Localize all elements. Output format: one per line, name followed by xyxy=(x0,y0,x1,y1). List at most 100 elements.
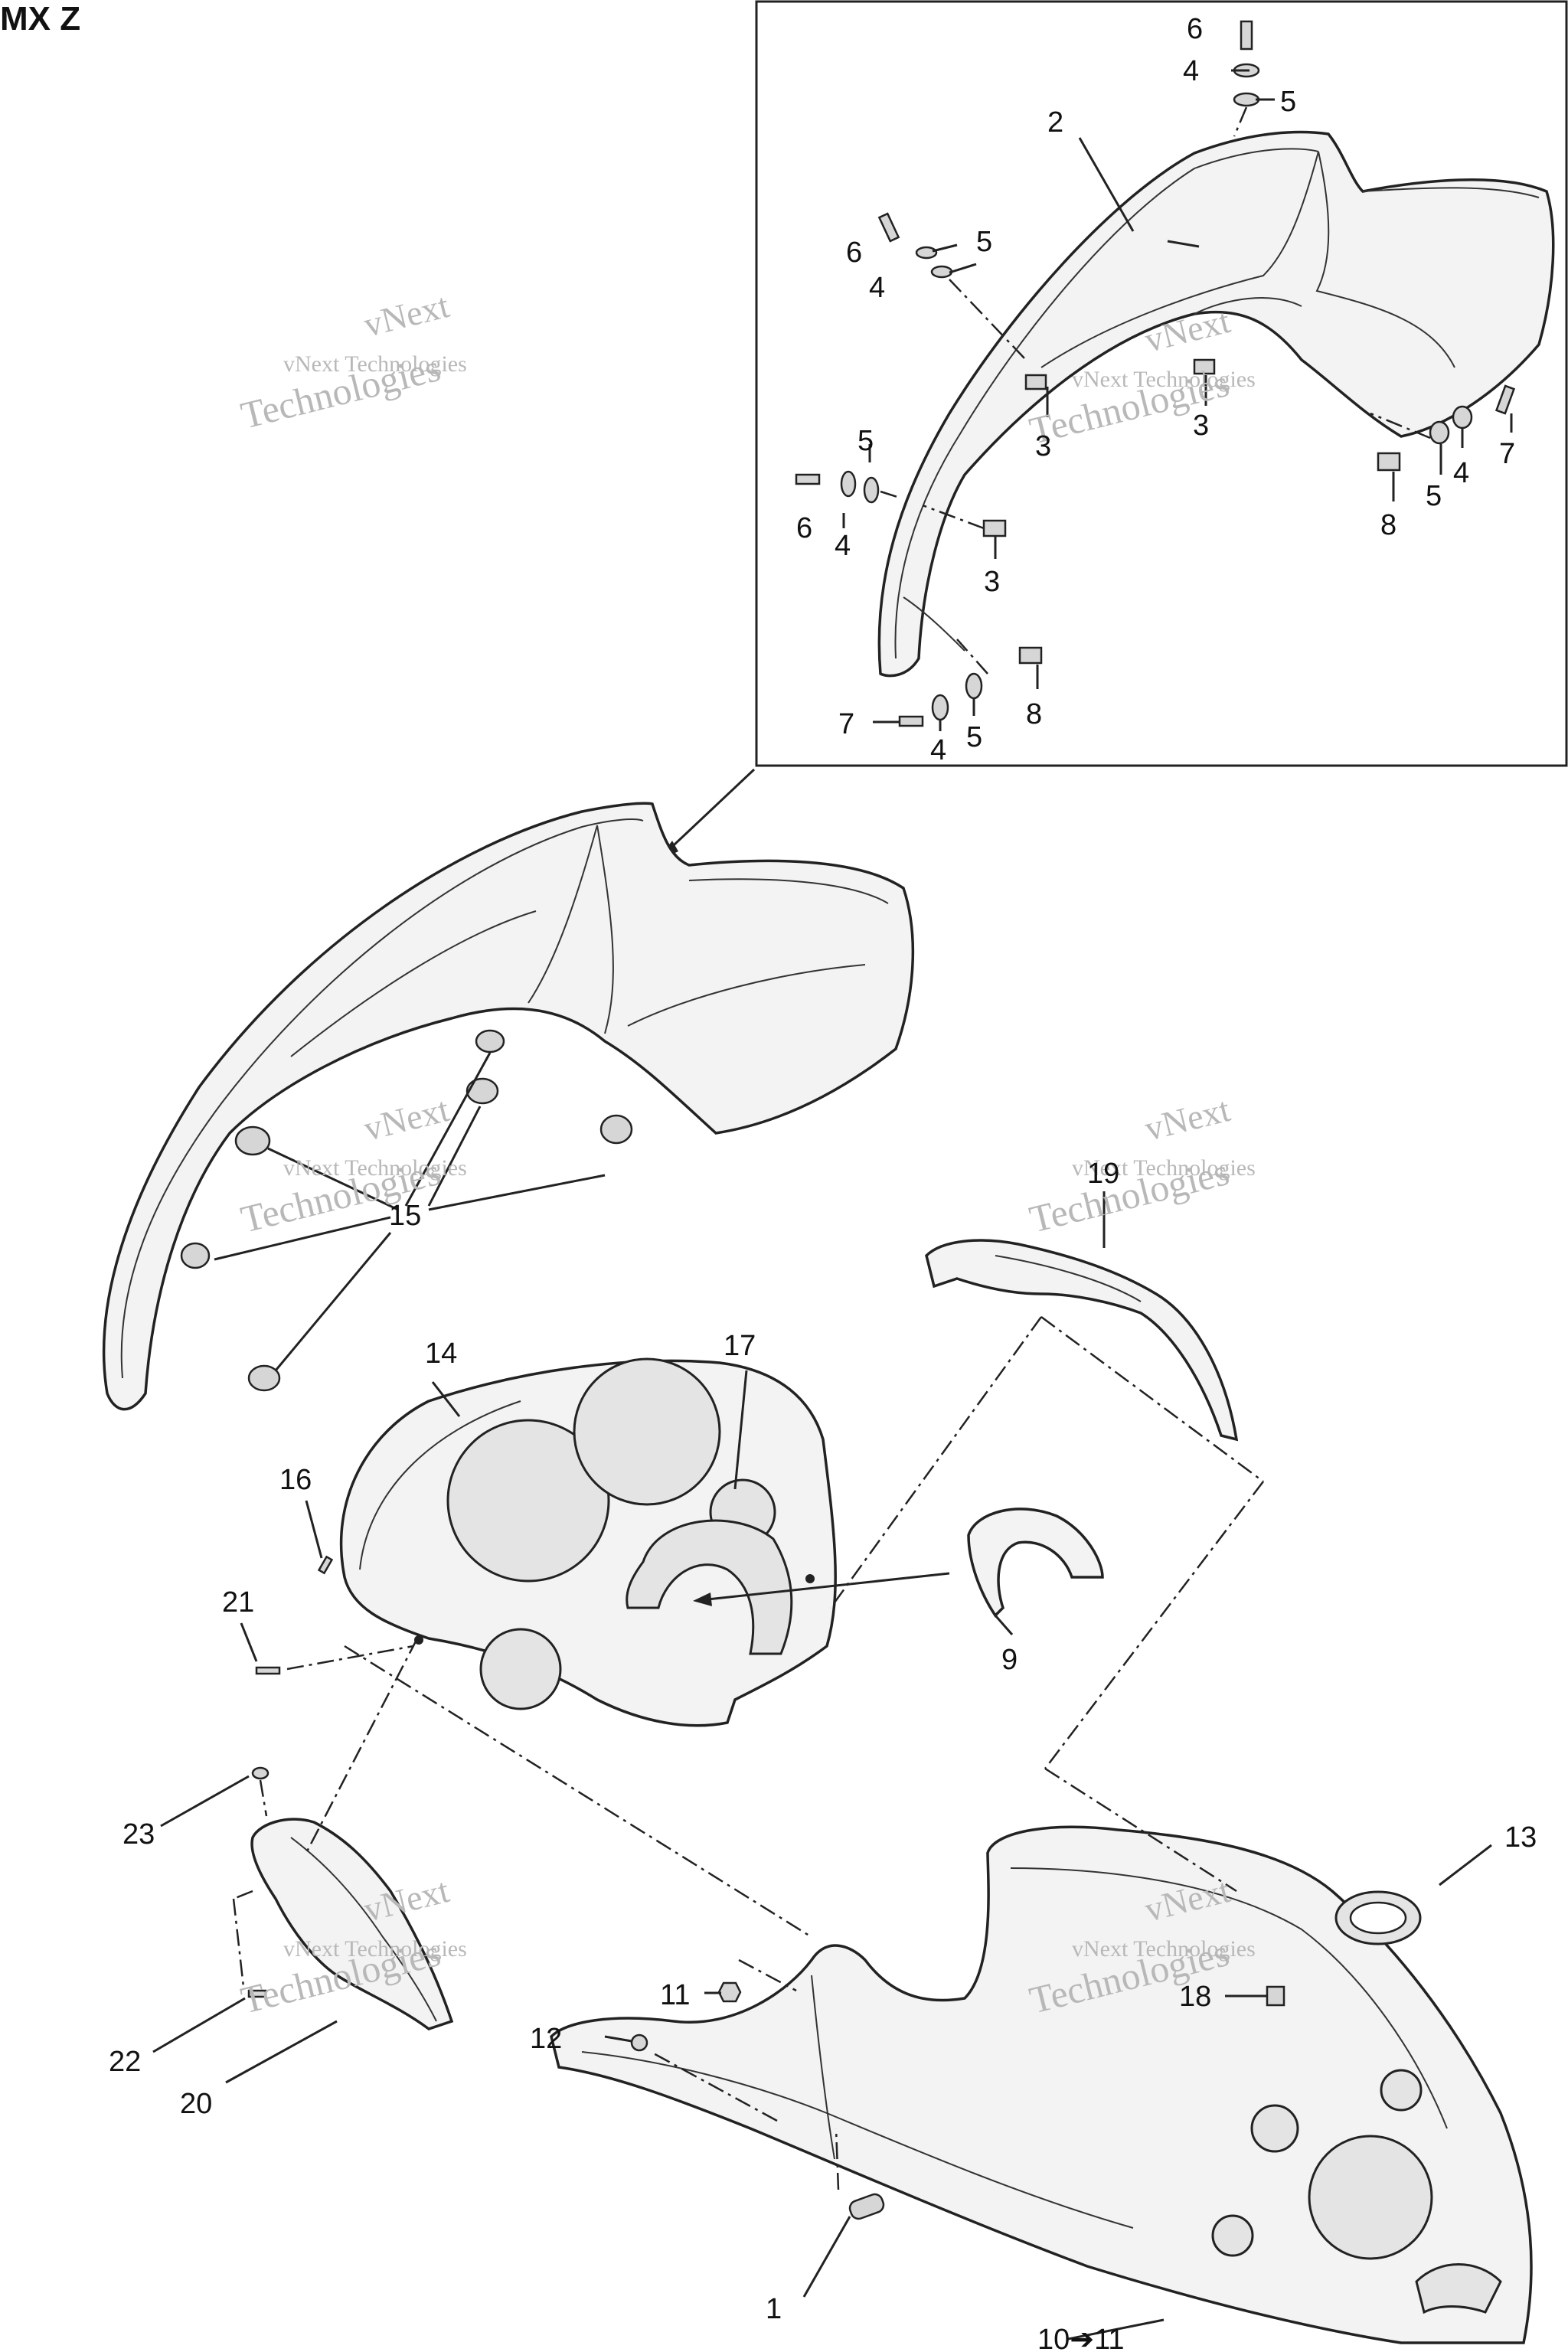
grommet-icon xyxy=(599,1114,633,1145)
washer-icon xyxy=(965,672,983,700)
callout-23: 23 xyxy=(122,1818,155,1851)
washer-icon xyxy=(1452,405,1473,430)
callout-16: 16 xyxy=(279,1464,312,1496)
callout-6: 6 xyxy=(1187,13,1203,45)
grommet-icon xyxy=(466,1077,499,1105)
callout-15: 15 xyxy=(389,1200,421,1232)
callout-22: 22 xyxy=(109,2046,141,2078)
callout-13: 13 xyxy=(1504,1821,1537,1854)
grommet-icon xyxy=(475,1029,505,1054)
cover-leader xyxy=(700,1572,950,1602)
watermark-line2: vNext Technologies xyxy=(283,1155,467,1181)
washer-icon xyxy=(930,265,953,279)
washer-icon xyxy=(915,246,938,260)
callout-4: 4 xyxy=(1183,55,1199,87)
upper-bracket xyxy=(925,1239,1239,1442)
callout-8: 8 xyxy=(1380,509,1396,541)
well-nut-icon xyxy=(1018,646,1043,665)
callout-18: 18 xyxy=(1179,1981,1211,2013)
screw-icon xyxy=(317,1555,334,1575)
callout-19: 19 xyxy=(1087,1158,1119,1190)
nut-icon xyxy=(717,1981,742,2003)
watermark-line2: vNext Technologies xyxy=(283,351,467,377)
washer-icon xyxy=(1429,420,1450,445)
screw-icon xyxy=(247,1989,267,1998)
gauge-cover xyxy=(967,1508,1104,1618)
clip-nut-icon xyxy=(1266,1985,1285,2007)
watermark-line1: vNext xyxy=(360,1089,453,1148)
watermark-line2: vNext Technologies xyxy=(283,1936,467,1962)
washer-icon xyxy=(1233,92,1260,107)
screw-icon xyxy=(255,1666,281,1675)
instrument-panel xyxy=(339,1357,837,1727)
callout-leaders xyxy=(152,69,1513,2341)
screw-icon xyxy=(795,473,821,485)
inset-pointer-line xyxy=(661,768,756,858)
gauge-opening xyxy=(479,1628,562,1710)
callout-5: 5 xyxy=(976,226,992,258)
callout-14: 14 xyxy=(425,1338,457,1370)
console-opening xyxy=(1211,2214,1254,2257)
callout-4: 4 xyxy=(930,734,946,766)
well-nut-icon xyxy=(1377,452,1401,472)
callout-3: 3 xyxy=(984,566,1000,598)
callout-5: 5 xyxy=(966,721,982,753)
callout-8: 8 xyxy=(1026,698,1042,730)
callout-12: 12 xyxy=(530,2023,562,2055)
callout-3: 3 xyxy=(1193,410,1209,442)
watermark-line2: vNext Technologies xyxy=(1072,1155,1256,1181)
callout-10-11: 10➔11 xyxy=(1037,2324,1125,2352)
callout-11: 11 xyxy=(660,1979,690,2011)
diagram-title: MX Z xyxy=(0,0,81,38)
console-base xyxy=(550,1825,1533,2344)
callout-6: 6 xyxy=(796,512,812,544)
callout-5: 5 xyxy=(1280,86,1296,118)
side-panel xyxy=(250,1818,454,2030)
well-nut-icon xyxy=(1024,374,1047,390)
well-nut-icon xyxy=(982,519,1007,537)
callout-20: 20 xyxy=(180,2088,212,2120)
watermark-line2: vNext Technologies xyxy=(1072,1936,1256,1962)
callout-3: 3 xyxy=(1035,430,1051,462)
washer-icon xyxy=(931,694,949,721)
callout-7: 7 xyxy=(1499,438,1515,470)
grommet-icon xyxy=(247,1364,281,1392)
screw-icon xyxy=(898,715,924,727)
watermarks: vNext vNext Technologies Technologies vN… xyxy=(237,286,1256,2022)
clip-icon xyxy=(848,2193,885,2220)
screw-icon xyxy=(1494,384,1516,415)
callout-6: 6 xyxy=(846,237,862,269)
gauge-opening xyxy=(446,1419,610,1583)
callout-7: 7 xyxy=(838,708,854,740)
callout-21: 21 xyxy=(222,1586,254,1619)
washer-icon xyxy=(840,470,857,498)
screw-icon xyxy=(877,212,900,243)
callout-5: 5 xyxy=(1426,480,1442,512)
inset-frame xyxy=(755,0,1568,767)
inset-windshield xyxy=(877,130,1555,678)
callout-4: 4 xyxy=(835,530,851,562)
callout-9: 9 xyxy=(1001,1644,1018,1676)
grommet-icon xyxy=(180,1242,211,1269)
callout-1: 1 xyxy=(766,2293,782,2325)
well-nut-icon xyxy=(1193,358,1216,375)
watermark-line2: vNext Technologies xyxy=(1072,367,1256,392)
screw-icon xyxy=(1240,20,1253,51)
grommet-icon xyxy=(234,1125,271,1156)
windshield xyxy=(102,802,915,1411)
callout-4: 4 xyxy=(869,272,885,304)
assembly-lines xyxy=(232,1315,1264,2190)
console-opening xyxy=(1380,2069,1423,2112)
callout-labels: 6 4 5 2 5 6 4 3 3 7 4 5 8 5 6 4 3 8 7 4 … xyxy=(109,13,1537,2352)
callout-17: 17 xyxy=(724,1330,756,1362)
gauge-opening xyxy=(573,1357,721,1506)
watermark-line1: vNext xyxy=(1141,1089,1234,1148)
screw-head-icon xyxy=(630,2034,648,2052)
watermark-line1: vNext xyxy=(360,286,453,345)
washer-icon xyxy=(251,1766,270,1780)
callout-5: 5 xyxy=(858,425,874,457)
console-opening xyxy=(1308,2135,1433,2260)
console-opening xyxy=(1250,2104,1299,2153)
callout-2: 2 xyxy=(1047,106,1063,139)
